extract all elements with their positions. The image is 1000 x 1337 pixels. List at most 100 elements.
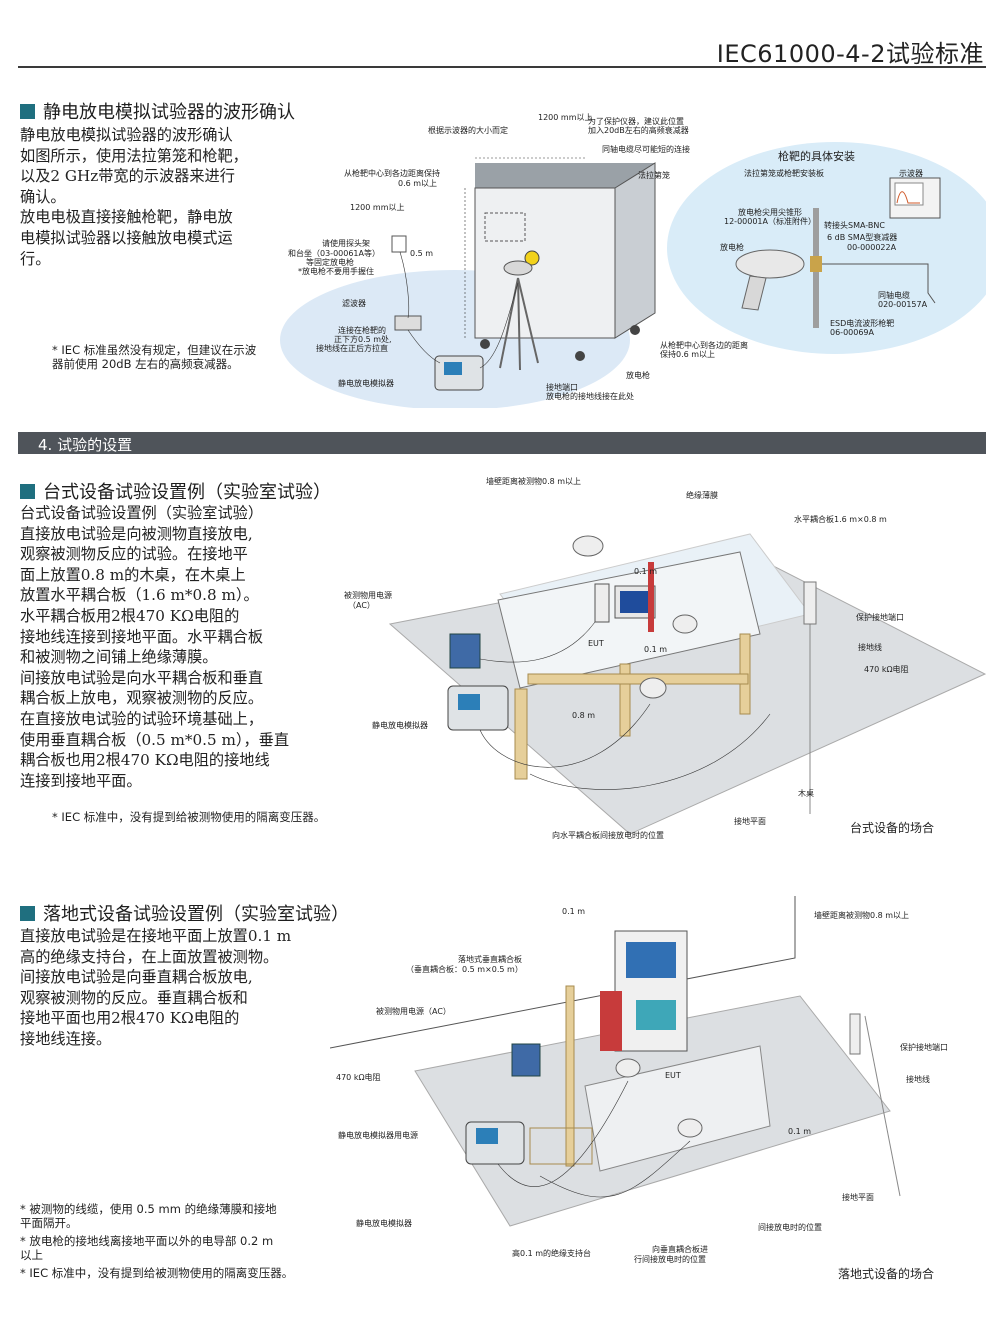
section-tabletop-heading-text: 台式设备试验设置例（实验室试验） bbox=[43, 482, 331, 503]
section-waveform-heading-text: 静电放电模拟试验器的波形确认 bbox=[43, 102, 295, 123]
section-band: 4. 试验的设置 bbox=[18, 432, 986, 454]
inset-title: 枪靶的具体安装 bbox=[778, 149, 855, 163]
gun-target bbox=[524, 250, 540, 266]
caster-3 bbox=[630, 325, 640, 335]
label-filter: 滤波器 bbox=[342, 298, 366, 308]
label-ground-port-note: 放电枪的接地线接在此处 bbox=[546, 391, 634, 401]
label-probe-stand-4: *放电枪不要用手握住 bbox=[298, 266, 374, 276]
label-target-edge-2: 保持0.6 m以上 bbox=[660, 349, 715, 359]
tabletop-setup-diagram: 墙壁距离被测物0.8 m以上 绝缘薄膜 水平耦合板1.6 m×0.8 m 被测物… bbox=[330, 474, 986, 844]
section-floor-heading-text: 落地式设备试验设置例（实验室试验） bbox=[43, 904, 349, 925]
label-discharge-gun: 放电枪 bbox=[626, 370, 650, 380]
inset-label-tip-2: 12-00001A（标准附件） bbox=[724, 216, 816, 226]
section-band-label: 4. 试验的设置 bbox=[38, 436, 133, 454]
section-floor-note-1: * 被测物的线缆，使用 0.5 mm 的绝缘薄膜和接地 平面隔开。 bbox=[20, 1202, 277, 1230]
inset-bubble bbox=[667, 142, 986, 354]
esd-gun-3 bbox=[639, 677, 667, 699]
table-leg-1 bbox=[514, 688, 528, 780]
inset-label-adapter: 转接头SMA-BNC bbox=[824, 220, 885, 230]
eut-power-supply bbox=[449, 633, 481, 669]
label-ground-wire: 接地线 bbox=[906, 1074, 930, 1084]
label-attenuator-note-2: 加入20dB左右的高频衰减器 bbox=[588, 125, 689, 135]
label-1200mm-top: 1200 mm以上 bbox=[538, 113, 593, 122]
filter-box bbox=[394, 315, 422, 331]
label-vcp-title: 落地式垂直耦合板 bbox=[458, 954, 522, 964]
label-470k: 470 kΩ电阻 bbox=[336, 1072, 381, 1082]
faraday-cage-side bbox=[614, 162, 656, 339]
page-title: IEC61000-4-2试验标准 bbox=[716, 40, 984, 68]
inset-label-gun: 放电枪 bbox=[720, 242, 744, 252]
section-floor-heading: 落地式设备试验设置例（实验室试验） bbox=[20, 900, 349, 926]
esd-gun-1 bbox=[615, 1058, 641, 1078]
label-esd-simulator: 静电放电模拟器 bbox=[356, 1218, 412, 1228]
section-tabletop-note: * IEC 标准中，没有提到给被测物使用的隔离变压器。 bbox=[52, 810, 326, 824]
section-waveform-body: 静电放电模拟试验器的波形确认 如图所示，使用法拉第笼和枪靶， 以及2 GHz带宽… bbox=[20, 126, 248, 268]
inset-label-attenuator: 6 dB SMA型衰减器 bbox=[827, 232, 897, 242]
label-insulation-film: 绝缘薄膜 bbox=[686, 490, 718, 500]
esd-simulator-screen bbox=[444, 362, 462, 375]
label-0-1m-right: 0.1 m bbox=[788, 1127, 811, 1136]
label-ground-port: 保护接地端口 bbox=[856, 612, 904, 622]
label-eut-power-ac: （AC） bbox=[348, 601, 375, 610]
faraday-cage-top bbox=[475, 163, 655, 188]
label-probe-stand-2: 和台坐（03-00061A等） bbox=[288, 248, 380, 258]
caster-2 bbox=[575, 351, 585, 361]
eut-lower-screen bbox=[636, 1000, 676, 1030]
label-ground-connect-1: 连接在枪靶的 bbox=[338, 325, 386, 335]
label-0-5m: 0.5 m bbox=[410, 249, 433, 258]
eut-power-supply bbox=[511, 1043, 541, 1077]
label-eut-power: 被测物用电源 bbox=[344, 590, 392, 600]
inset-label-coax-code: 020-00157A bbox=[878, 300, 928, 309]
label-scope-size: 根据示波器的大小而定 bbox=[428, 125, 508, 135]
label-0-8m: 0.8 m bbox=[572, 711, 595, 720]
label-ground-port: 保护接地端口 bbox=[900, 1042, 948, 1052]
esd-gun-2 bbox=[677, 1118, 703, 1138]
section-waveform-note: * IEC 标准虽然没有规定，但建议在示波 器前使用 20dB 左右的高频衰减器… bbox=[52, 343, 257, 371]
label-1200mm-left: 1200 mm以上 bbox=[350, 203, 405, 212]
label-target-distance-2: 0.6 m以上 bbox=[398, 179, 437, 188]
discharge-gun bbox=[503, 260, 533, 276]
label-ground-connect-3: 接地线在正后方拉直 bbox=[316, 343, 388, 353]
target-installation-inset: 枪靶的具体安装 示波器 法拉第笼或枪靶安装板 放电枪尖用尖锥形 12-00001… bbox=[667, 142, 986, 354]
inset-label-tip-1: 放电枪尖用尖锥形 bbox=[738, 207, 802, 217]
tabletop-caption: 台式设备的场合 bbox=[850, 820, 934, 835]
label-target-distance-1: 从枪靶中心到各边距离保持 bbox=[344, 168, 440, 178]
eut-top-screen bbox=[626, 942, 676, 978]
label-ground-plane: 接地平面 bbox=[842, 1192, 874, 1202]
waveform-verification-diagram: 1200 mm以上 根据示波器的大小而定 为了保护仪器，建议此位置 加入20dB… bbox=[280, 108, 986, 408]
inset-label-current-target-code: 06-00069A bbox=[830, 328, 875, 337]
section-floor-note-3: * IEC 标准中，没有提到给被测物使用的隔离变压器。 bbox=[20, 1266, 294, 1280]
label-wall-distance: 墙壁距离被测物0.8 m以上 bbox=[814, 910, 909, 920]
section-square-icon bbox=[20, 484, 35, 499]
vcp-stand-pole bbox=[565, 985, 575, 1167]
label-attenuator-note-1: 为了保护仪器，建议此位置 bbox=[588, 116, 684, 126]
label-wall-distance: 墙壁距离被测物0.8 m以上 bbox=[486, 476, 581, 486]
insulation-support bbox=[584, 1045, 771, 1172]
label-ground-plane: 接地平面 bbox=[734, 816, 766, 826]
vcp-stand-base bbox=[529, 1127, 593, 1165]
label-0-1m-a: 0.1 m bbox=[634, 567, 657, 576]
label-ground-connect-2: 正下方0.5 m处, bbox=[334, 334, 392, 344]
esd-gun-1 bbox=[572, 535, 604, 557]
ground-port bbox=[849, 1013, 861, 1055]
wall-lines bbox=[330, 896, 796, 1049]
label-short-coax: 同轴电缆尽可能短的连接 bbox=[602, 144, 690, 154]
section-square-icon bbox=[20, 906, 35, 921]
section-floor-note-2: * 放电枪的接地线离接地平面以外的电导部 0.2 m 以上 bbox=[20, 1234, 274, 1262]
vertical-coupling-plane bbox=[600, 991, 622, 1051]
table-leg-3 bbox=[619, 663, 631, 737]
label-0-1m-top: 0.1 m bbox=[562, 907, 585, 916]
label-hcp-indirect: 向水平耦合板间接放电时的位置 bbox=[552, 830, 664, 840]
label-esd-simulator: 静电放电模拟器 bbox=[372, 720, 428, 730]
section-square-icon bbox=[20, 104, 35, 119]
section-waveform-heading: 静电放电模拟试验器的波形确认 bbox=[20, 98, 295, 124]
esd-gun-2 bbox=[672, 614, 698, 634]
label-vcp-size: （垂直耦合板：0.5 m×0.5 m） bbox=[406, 964, 523, 974]
label-eut: EUT bbox=[665, 1071, 681, 1080]
faraday-cage-front bbox=[474, 187, 616, 339]
inset-target bbox=[810, 256, 822, 272]
label-eut-power: 被测物用电源（AC） bbox=[376, 1006, 451, 1016]
floor-standing-setup-diagram: 0.1 m 墙壁距离被测物0.8 m以上 落地式垂直耦合板 （垂直耦合板：0.5… bbox=[330, 896, 986, 1286]
label-vcp-indirect-2: 行间接放电时的位置 bbox=[634, 1254, 706, 1264]
label-target-edge-1: 从枪靶中心到各边的距离 bbox=[660, 340, 748, 350]
